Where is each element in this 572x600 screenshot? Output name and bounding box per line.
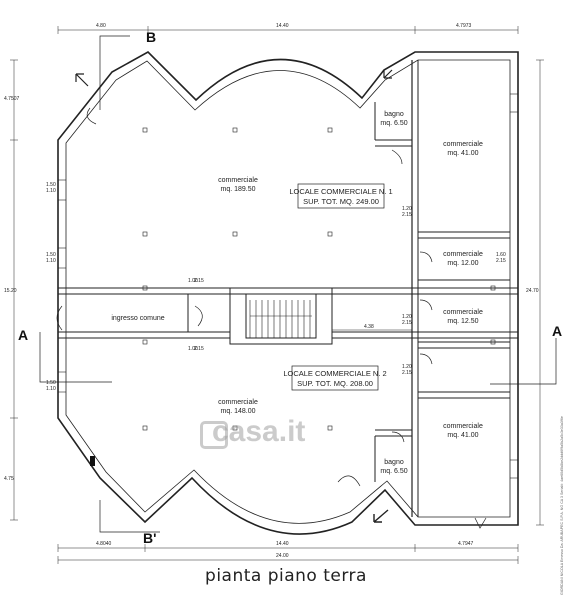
window-label-1: 1.50: [46, 182, 56, 188]
plan-caption: pianta piano terra: [205, 566, 367, 586]
section-mark-a-right: A: [552, 323, 562, 339]
door-label-1: 1.00: [188, 278, 198, 284]
room-ingresso-comune: ingresso comune: [111, 315, 164, 322]
column-markers: [142, 127, 496, 431]
dim-left-lower: 4.75: [4, 476, 14, 482]
door-label-3b: 2.15: [402, 212, 412, 218]
room-bagno-2-area: mq. 6.50: [380, 468, 407, 475]
door-label-4: 1.20: [402, 314, 412, 320]
room-commerciale-r1-area: mq. 41.00: [447, 150, 478, 157]
door-label-2: 1.00: [188, 346, 198, 352]
locale-2-area: SUP. TOT. MQ. 208.00: [297, 379, 373, 388]
window-label-3b: 1.10: [46, 386, 56, 392]
dim-top-mid: 14.40: [276, 23, 289, 29]
section-mark-b-top: B: [146, 29, 156, 45]
stair-steps: [249, 300, 312, 338]
dim-top-left: 4.80: [96, 23, 106, 29]
section-mark-a-left: A: [18, 327, 28, 343]
locale-1-area: SUP. TOT. MQ. 249.00: [303, 197, 379, 206]
room-commerciale-r4-name: commerciale: [443, 423, 483, 430]
watermark: casa.it: [212, 415, 306, 448]
window-label-3: 1.50: [46, 380, 56, 386]
room-commerciale-2-name: commerciale: [218, 399, 258, 406]
room-commerciale-2-area: mq. 148.00: [220, 408, 255, 415]
door-label-3: 1.20: [402, 206, 412, 212]
outer-wall: [57, 51, 519, 535]
window-label-1b: 1.10: [46, 188, 56, 194]
locale-1-title: LOCALE COMMERCIALE N. 1: [289, 187, 392, 196]
door-label-6b: 2.15: [496, 258, 506, 264]
room-commerciale-r2-area: mq. 12.00: [447, 260, 478, 267]
dim-bot-mid: 14.40: [276, 541, 289, 547]
room-bagno-1-name: bagno: [384, 111, 404, 118]
dimension-lines: [10, 26, 544, 564]
dim-bot-left: 4.8040: [96, 541, 112, 547]
dim-bot-total: 24.00: [276, 553, 289, 559]
room-commerciale-r3-name: commerciale: [443, 309, 483, 316]
inner-wall: [65, 59, 511, 524]
window-label-2: 1.50: [46, 252, 56, 258]
dim-left-upper: 4.7507: [4, 96, 20, 102]
side-note: GIORDANI NICOLA Emesso Da: ARUBAPEC S.P.…: [560, 416, 564, 595]
door-label-6: 1.60: [496, 252, 506, 258]
door-label-1b: 2.15: [194, 278, 204, 284]
door-label-4b: 2.15: [402, 320, 412, 326]
room-commerciale-1-name: commerciale: [218, 177, 258, 184]
watermark-logo-icon: [200, 421, 228, 449]
room-bagno-2-name: bagno: [384, 459, 404, 466]
window-label-2b: 1.10: [46, 258, 56, 264]
room-bagno-1-area: mq. 6.50: [380, 120, 407, 127]
room-commerciale-r1-name: commerciale: [443, 141, 483, 148]
room-commerciale-r3-area: mq. 12.50: [447, 318, 478, 325]
door-label-2b: 2.15: [194, 346, 204, 352]
dim-corridor: 4.38: [364, 324, 374, 330]
dim-bot-right: 4.7947: [458, 541, 474, 547]
door-label-5b: 2.15: [402, 370, 412, 376]
room-commerciale-1-area: mq. 189.50: [220, 186, 255, 193]
dim-left-total: 15.20: [4, 288, 17, 294]
dim-top-right: 4.7973: [456, 23, 472, 29]
locale-1-box: [297, 183, 385, 209]
room-commerciale-r2-name: commerciale: [443, 251, 483, 258]
section-mark-b-bottom: B': [143, 530, 156, 546]
stair-core: [229, 287, 333, 345]
dim-right-total: 24.70: [526, 288, 539, 294]
door-label-5: 1.20: [402, 364, 412, 370]
room-commerciale-r4-area: mq. 41.00: [447, 432, 478, 439]
locale-2-box: [291, 365, 379, 391]
locale-2-title: LOCALE COMMERCIALE N. 2: [283, 369, 386, 378]
section-lines: [39, 35, 557, 533]
